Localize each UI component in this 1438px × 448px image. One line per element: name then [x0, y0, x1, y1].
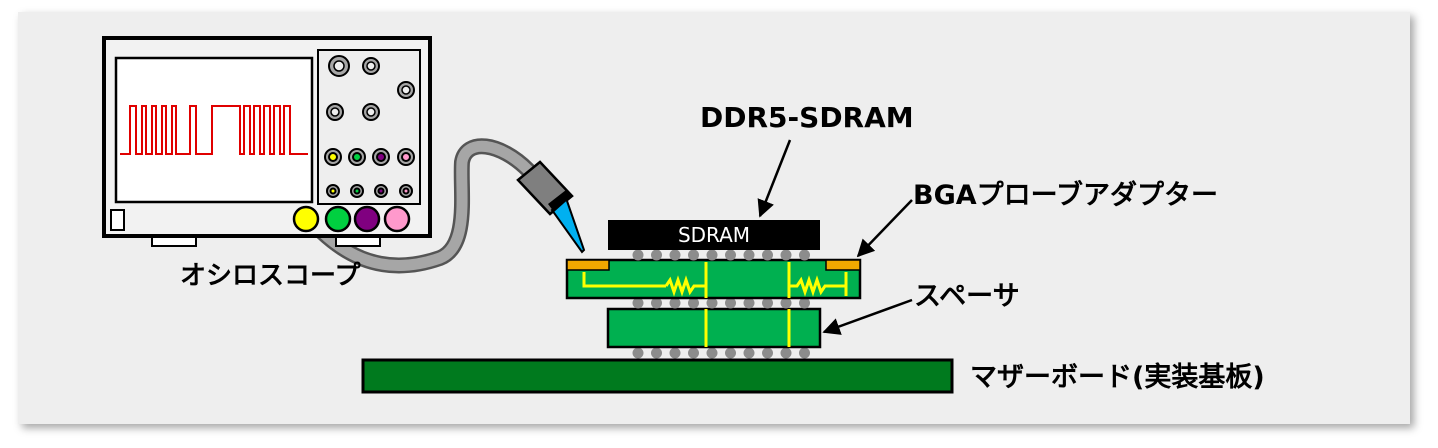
solder-balls-top [632, 249, 810, 261]
solder-ball [669, 297, 681, 309]
solder-ball [799, 249, 810, 261]
solder-ball [762, 347, 773, 359]
sdram-chip [608, 220, 820, 250]
solder-balls-bottom [632, 347, 810, 359]
sdram-chip-label: SDRAM [677, 223, 751, 247]
solder-ball [706, 347, 718, 359]
solder-ball [651, 347, 662, 359]
solder-ball [706, 297, 718, 309]
arrow-bga [856, 199, 913, 258]
solder-ball [762, 297, 773, 309]
adapter-pad-left [566, 259, 610, 271]
oscilloscope-icon [102, 36, 432, 247]
spacer-vias [704, 309, 791, 347]
adapter-pad-right [825, 259, 861, 271]
solder-ball [669, 347, 681, 359]
solder-ball [688, 297, 699, 309]
solder-ball [725, 249, 736, 261]
solder-ball [725, 297, 736, 309]
solder-ball [651, 249, 662, 261]
solder-ball [743, 297, 755, 309]
adapter-traces [582, 262, 848, 298]
solder-ball [780, 249, 792, 261]
bga-adapter-label: BGAプローブアダプター [913, 180, 1219, 211]
channel-connectors-row1 [324, 148, 415, 166]
solder-ball [799, 347, 810, 359]
solder-ball [688, 249, 699, 261]
motherboard [361, 358, 954, 394]
solder-ball [743, 249, 755, 261]
channel-connectors-row2 [326, 184, 413, 198]
solder-ball [780, 347, 792, 359]
scope-waveform [120, 105, 308, 155]
ddr5-label: DDR5-SDRAM [700, 101, 914, 134]
arrow-ddr5 [757, 139, 792, 218]
solder-ball [632, 249, 644, 261]
spacer-board [606, 307, 822, 349]
solder-ball [743, 347, 755, 359]
solder-ball [706, 249, 718, 261]
spacer-label: スペーサ [914, 281, 1020, 312]
oscilloscope-label: オシロスコープ [180, 261, 361, 291]
channel-inputs [292, 205, 411, 233]
solder-ball [688, 347, 699, 359]
solder-ball [632, 297, 644, 309]
scope-knobs [326, 55, 415, 121]
probe-icon [516, 160, 586, 254]
solder-ball [651, 297, 662, 309]
solder-ball [725, 347, 736, 359]
probe-cable-inner [316, 140, 534, 271]
solder-ball [780, 297, 792, 309]
arrow-spacer [822, 298, 913, 335]
solder-ball [669, 249, 681, 261]
motherboard-label: マザーボード(実装基板) [970, 362, 1265, 393]
solder-ball [632, 347, 644, 359]
solder-ball [799, 297, 810, 309]
solder-balls-middle [632, 297, 810, 309]
solder-ball [762, 249, 773, 261]
